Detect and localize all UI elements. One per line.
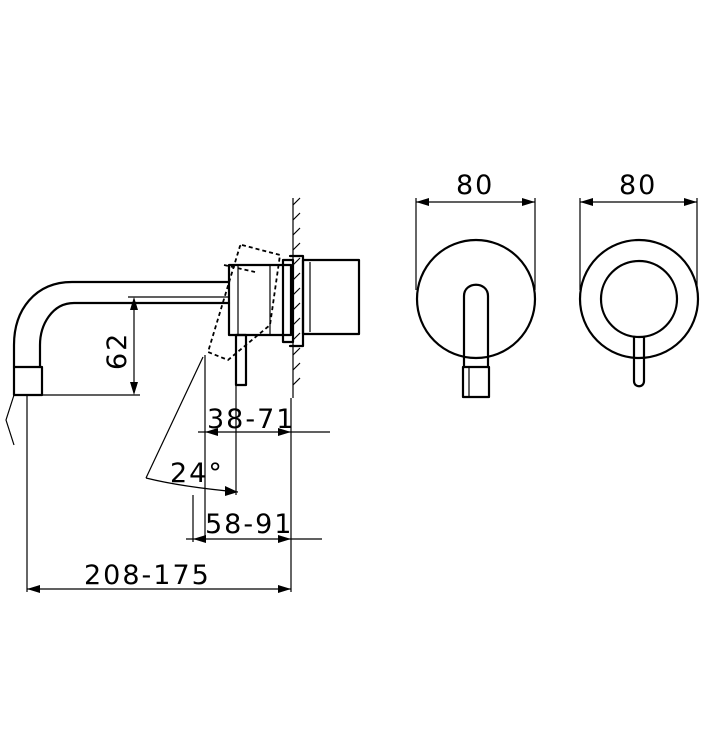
front-view-a: 80 (415, 170, 537, 399)
side-view: 62 38-71 24° 58-91 (5, 197, 361, 593)
valve-body (227, 254, 361, 348)
dimension-depth-long: 58-91 (205, 509, 293, 540)
dimension-58-91: 58-91 (186, 509, 322, 543)
dimension-38-71: 38-71 (198, 404, 330, 436)
dimension-spout-height: 62 (102, 332, 133, 370)
dimension-width-a: 80 (456, 170, 494, 201)
dimension-angle: 24° (145, 356, 239, 496)
dimension-62: 62 (42, 296, 230, 396)
dimension-depth-short: 38-71 (207, 404, 295, 435)
dimension-projection: 208-175 (84, 560, 211, 591)
dimension-angle-label: 24° (170, 458, 224, 489)
lever (206, 244, 282, 387)
dimension-208-175: 208-175 (27, 560, 291, 593)
spout (5, 280, 231, 446)
dimension-width-b: 80 (619, 170, 657, 201)
front-view-b: 80 (578, 170, 700, 388)
